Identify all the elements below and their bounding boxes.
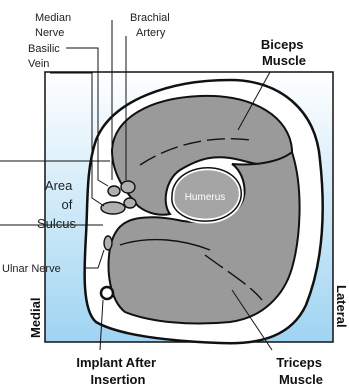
humerus-label: Humerus (185, 192, 226, 203)
biceps-muscle-label: Biceps Muscle (261, 37, 307, 68)
triceps-muscle-label: Triceps Muscle (276, 355, 325, 387)
median-nerve-shape (108, 186, 120, 196)
basilic-vein-label: Basilic Vein (28, 43, 63, 70)
brachial-artery-label: Brachial Artery (130, 12, 173, 39)
implant-after-insertion-label: Implant After Insertion (76, 355, 159, 387)
ulnar-nerve-label: Ulnar Nerve (2, 263, 61, 275)
brachial-artery-shape (121, 181, 135, 193)
basilic-vein-shape (101, 202, 125, 214)
vein-shape (124, 198, 136, 208)
ulnar-nerve-shape (104, 236, 112, 250)
median-nerve-label: Median Nerve (35, 12, 74, 39)
implant-marker (101, 287, 113, 299)
lateral-label: Lateral (334, 285, 349, 328)
medial-label: Medial (28, 298, 43, 338)
